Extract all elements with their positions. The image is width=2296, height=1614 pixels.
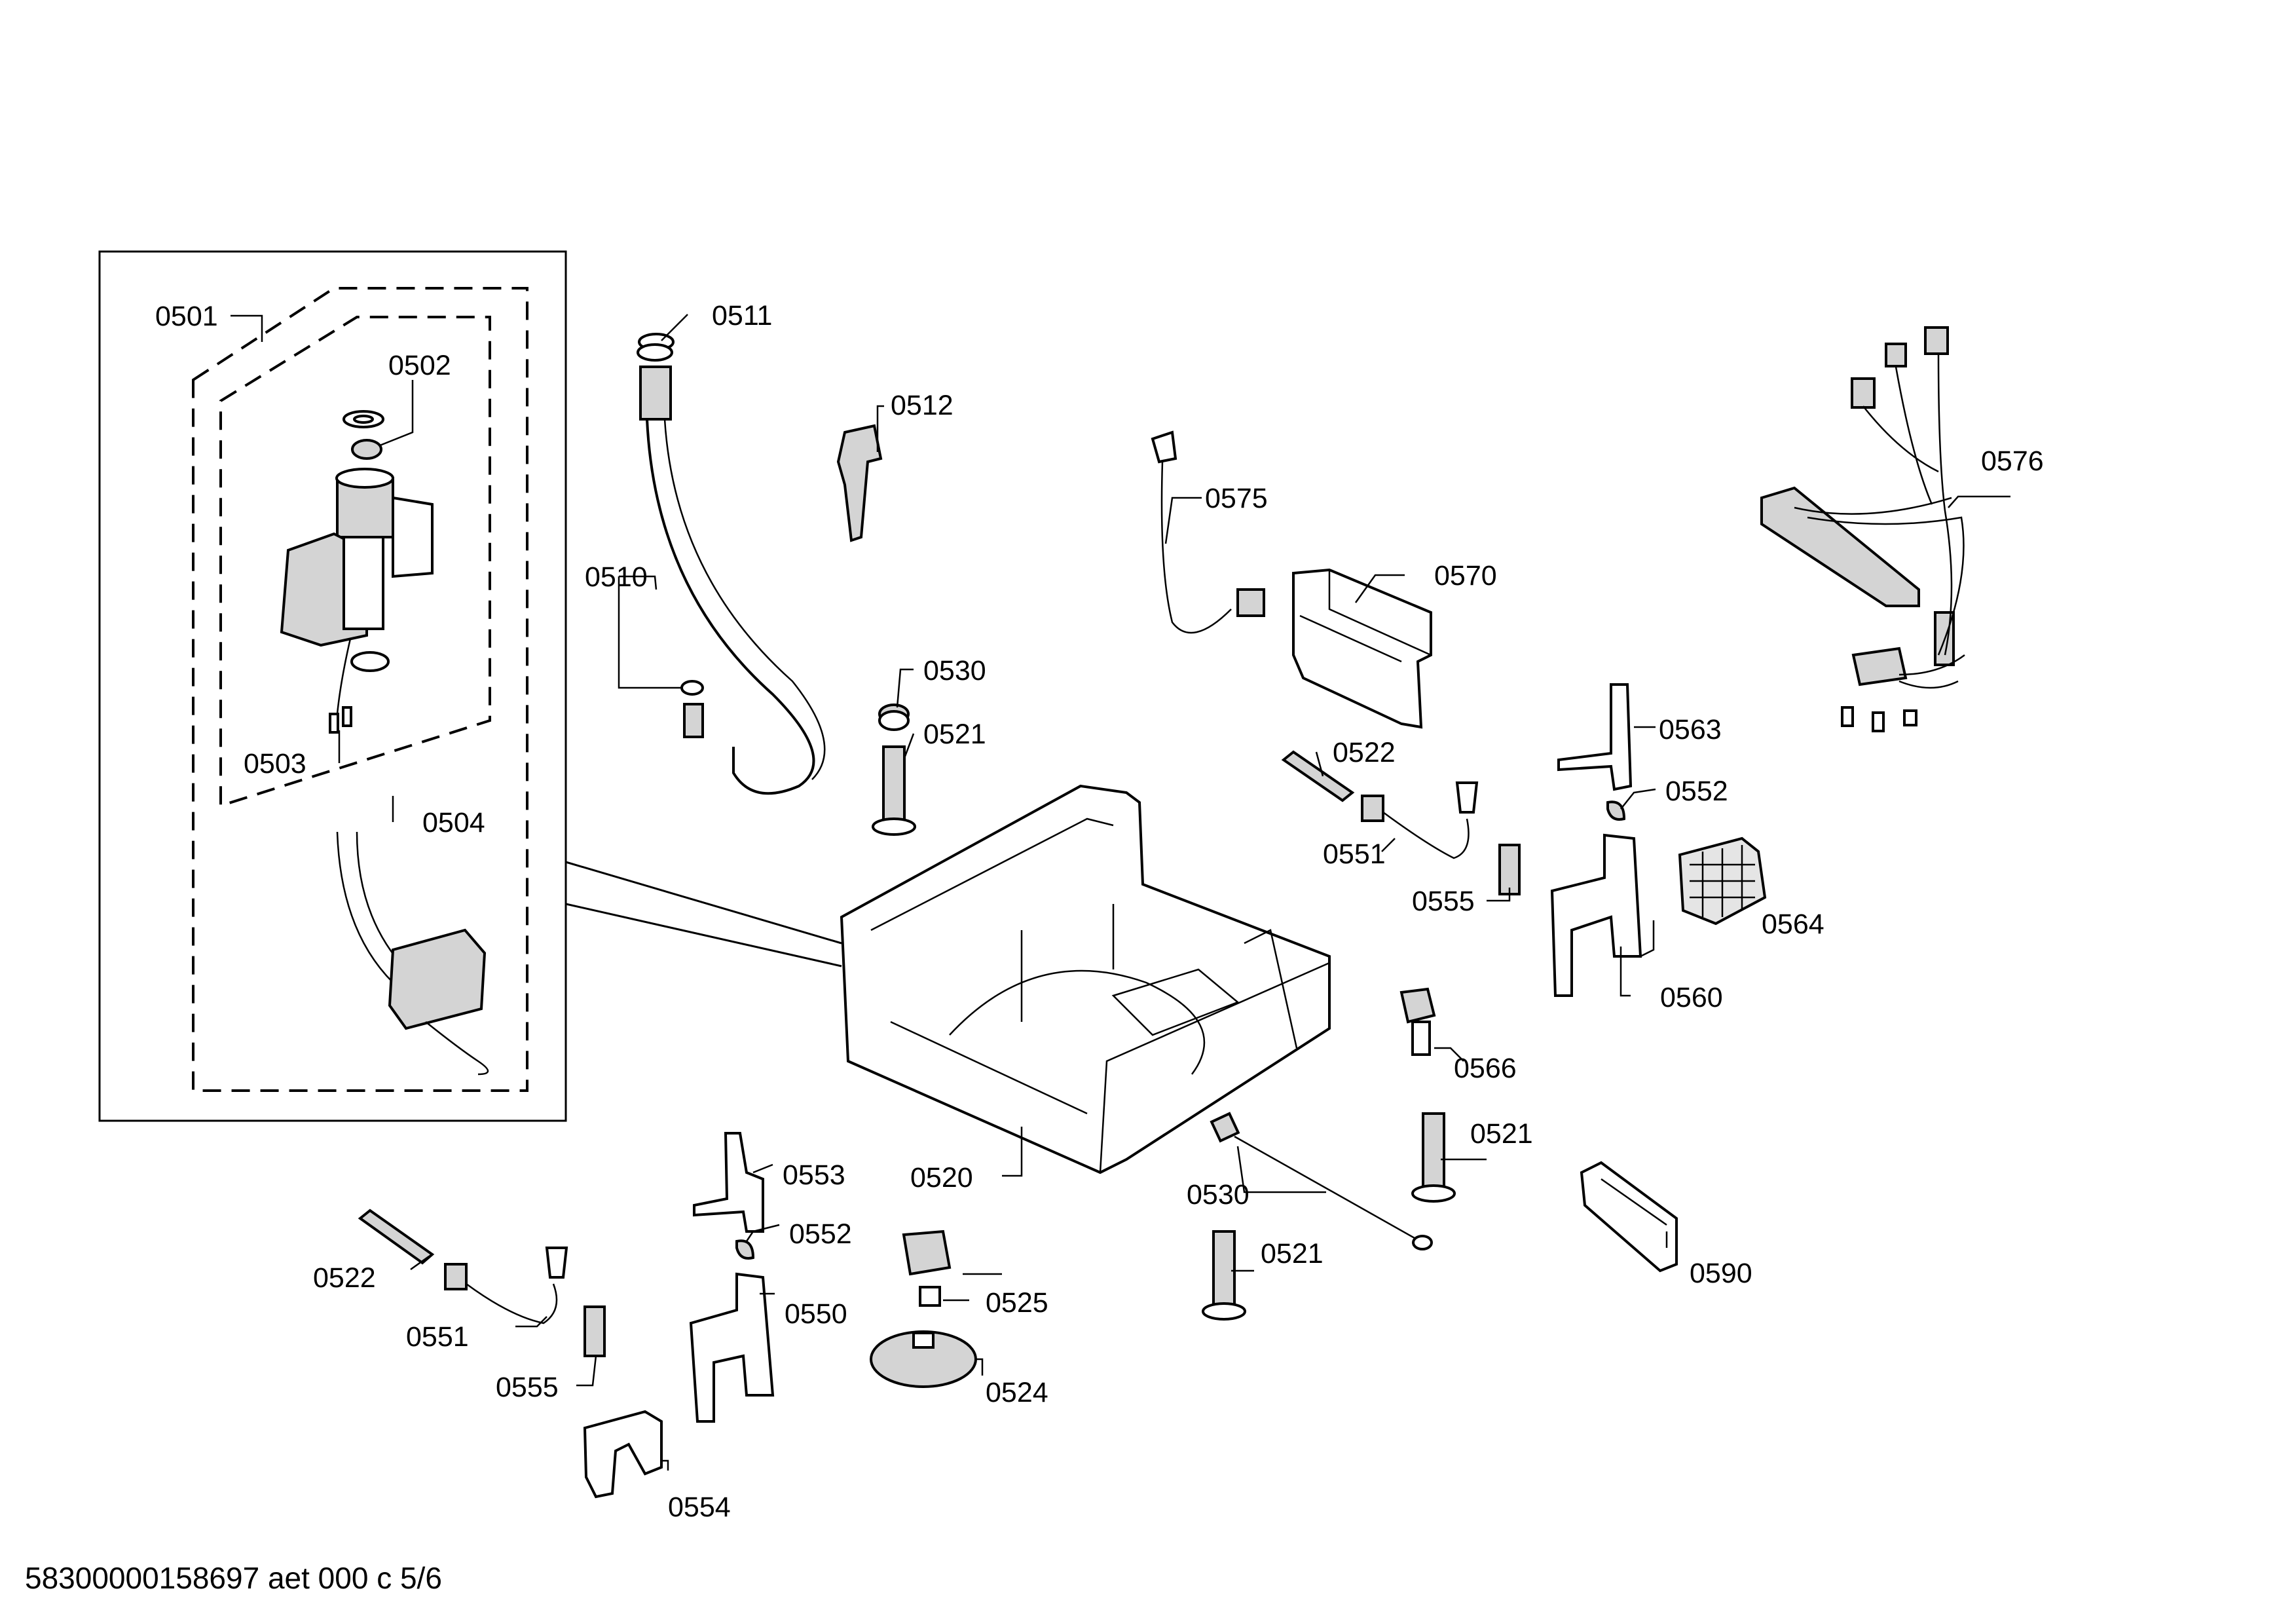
foot-screw-0521-top [872, 745, 916, 836]
label-0576: 0576 [1981, 445, 2044, 477]
group-0504-outline [219, 316, 491, 808]
sensor-cable-0530 [1210, 1112, 1433, 1250]
cover-disc-0524 [870, 1330, 977, 1388]
side-bracket-0550 [689, 1272, 775, 1423]
trim-strip-0590 [1580, 1161, 1678, 1273]
label-0530-top: 0530 [923, 655, 986, 686]
control-module-0570 [1292, 568, 1432, 729]
label-0521-right: 0521 [1470, 1118, 1533, 1150]
part-labels: 0501 0502 0503 0504 0510 0511 0512 0530 … [155, 300, 2044, 1523]
label-0521-top: 0521 [923, 719, 986, 750]
hinge-bracket-0553 [693, 1132, 764, 1233]
label-0525: 0525 [986, 1287, 1048, 1319]
mesh-cover-0564 [1678, 836, 1767, 926]
label-0563: 0563 [1659, 714, 1722, 745]
label-0553: 0553 [783, 1159, 845, 1191]
label-0552-left: 0552 [789, 1218, 852, 1250]
inlet-valve-0504 [280, 468, 434, 734]
clip-0555-right [1498, 844, 1521, 895]
base-tray-0520 [840, 784, 1331, 1174]
drain-hose-0510 [637, 333, 826, 795]
label-0550: 0550 [785, 1298, 847, 1330]
foot-screw-0521-right [1411, 1112, 1456, 1203]
float-switch-0551-right [1361, 781, 1479, 859]
label-0522-left: 0522 [313, 1262, 376, 1294]
label-0522-right: 0522 [1333, 737, 1396, 768]
label-0511: 0511 [712, 300, 772, 331]
label-0566: 0566 [1454, 1053, 1517, 1084]
inset-box [98, 250, 842, 1122]
label-0504: 0504 [422, 807, 485, 838]
label-0554: 0554 [668, 1492, 731, 1523]
side-bracket-0560 [1550, 833, 1642, 997]
label-0512: 0512 [891, 390, 954, 421]
label-0501: 0501 [155, 301, 218, 332]
label-0575: 0575 [1205, 483, 1268, 514]
sensor-clip-0512 [836, 424, 883, 542]
label-0551-left: 0551 [406, 1321, 469, 1353]
label-0590: 0590 [1690, 1258, 1752, 1289]
power-cord-0575 [1151, 430, 1265, 634]
clip-0555-left [583, 1305, 606, 1357]
group-0501-outline [192, 287, 528, 1092]
label-0555-left: 0555 [496, 1372, 559, 1403]
label-0530-bottom: 0530 [1187, 1179, 1250, 1210]
label-0503: 0503 [244, 748, 306, 779]
leader-lines [231, 314, 2010, 1471]
clip-0552-right [1606, 800, 1626, 821]
diagram-footer-id: 58300000158697 aet 000 c 5/6 [25, 1561, 442, 1595]
aquastop-hose [336, 831, 489, 1076]
label-0524: 0524 [986, 1377, 1048, 1408]
adjust-nut-0530 [878, 704, 910, 731]
label-0502: 0502 [388, 350, 451, 381]
clip-0552-left [735, 1239, 755, 1260]
label-0520: 0520 [910, 1162, 973, 1193]
seal-ring-0502 [343, 410, 384, 460]
label-0564: 0564 [1762, 909, 1824, 940]
label-0521-bottom: 0521 [1261, 1238, 1324, 1269]
heater-spring-0522-right [1281, 750, 1355, 802]
float-switch-0551-left [444, 1247, 568, 1324]
label-0555-right: 0555 [1412, 886, 1475, 917]
label-0552-right: 0552 [1665, 776, 1728, 807]
switch-0566 [1399, 987, 1436, 1056]
pressure-switch-0525 [902, 1229, 952, 1307]
label-0560: 0560 [1660, 982, 1723, 1013]
label-0570: 0570 [1434, 560, 1497, 591]
hinge-bracket-0563 [1557, 683, 1633, 791]
cover-0554 [583, 1410, 663, 1499]
label-0551-right: 0551 [1323, 838, 1386, 870]
wiring-harness-0576 [1760, 326, 1965, 732]
heater-spring-0522-left [358, 1209, 435, 1265]
label-0510: 0510 [585, 561, 648, 593]
foot-screw-0521-bottom [1202, 1230, 1246, 1321]
